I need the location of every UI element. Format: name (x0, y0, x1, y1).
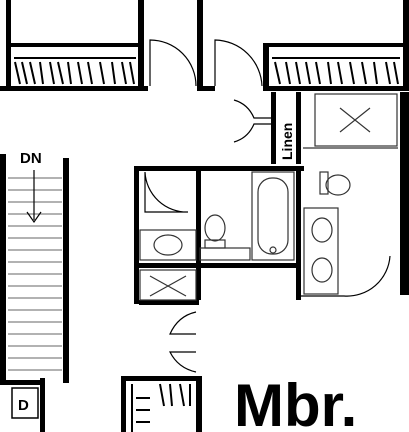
walk-in-closet-shelving (131, 383, 191, 432)
stair-direction-label: DN (20, 150, 42, 167)
doors (144, 39, 391, 373)
dryer-label: D (18, 397, 29, 414)
right-closet-shelving (272, 57, 400, 85)
room-name-label: Mbr. (234, 372, 357, 432)
staircase (8, 177, 62, 371)
stair-arrow (26, 170, 42, 224)
left-closet-shelving (14, 57, 136, 85)
bathroom-fixtures (139, 93, 398, 301)
linen-closet-label: Linen (279, 123, 295, 160)
dryer-appliance (11, 387, 39, 419)
